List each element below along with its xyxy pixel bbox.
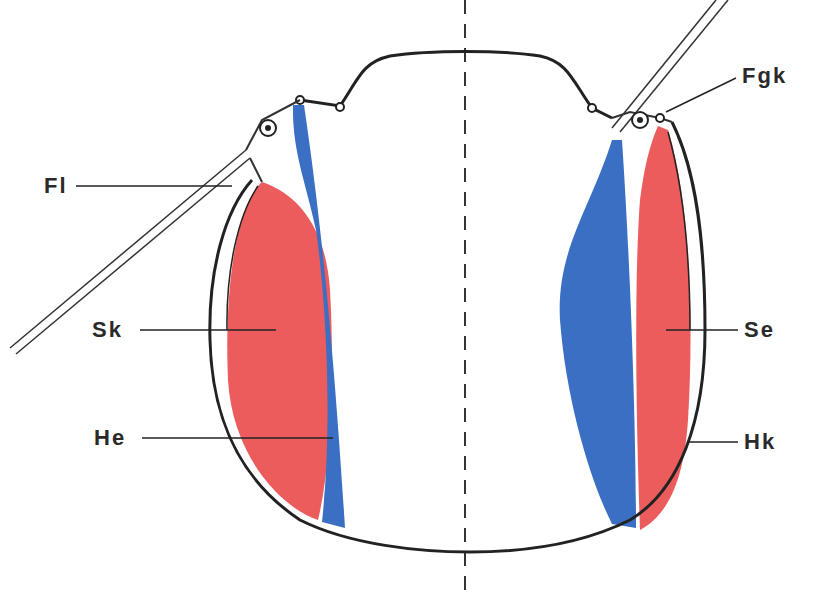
body-wall (210, 122, 705, 552)
wing-hinge (632, 112, 648, 128)
wing-right (620, 0, 728, 132)
leader-line (76, 185, 232, 187)
tergum (300, 52, 612, 119)
pleural-inner (227, 186, 258, 330)
wing-hinge (265, 125, 271, 131)
part-label: He (94, 427, 126, 449)
joint (336, 103, 344, 111)
joint (656, 114, 664, 122)
wing-hinge (260, 120, 276, 136)
leader-line (666, 78, 736, 112)
wing-right (612, 0, 716, 128)
wing-base (246, 100, 300, 182)
part-label: Fl (44, 175, 68, 197)
leader-line (142, 437, 333, 439)
wing-left (10, 150, 246, 348)
wing-hinge (637, 117, 643, 123)
leader-line (140, 329, 276, 331)
muscle-he (293, 105, 345, 528)
part-label: Sk (92, 319, 123, 341)
muscle-sk (227, 182, 332, 520)
joint (588, 104, 596, 112)
muscle-se (636, 126, 690, 530)
leader-line (666, 329, 738, 331)
part-label: Fgk (742, 65, 787, 87)
part-label: Se (744, 319, 775, 341)
muscle-right-blue (560, 140, 636, 528)
part-label: Hk (744, 431, 776, 453)
leader-line (688, 441, 738, 443)
pleural-inner (668, 132, 690, 330)
wing-left (16, 158, 250, 354)
midline (464, 0, 466, 598)
